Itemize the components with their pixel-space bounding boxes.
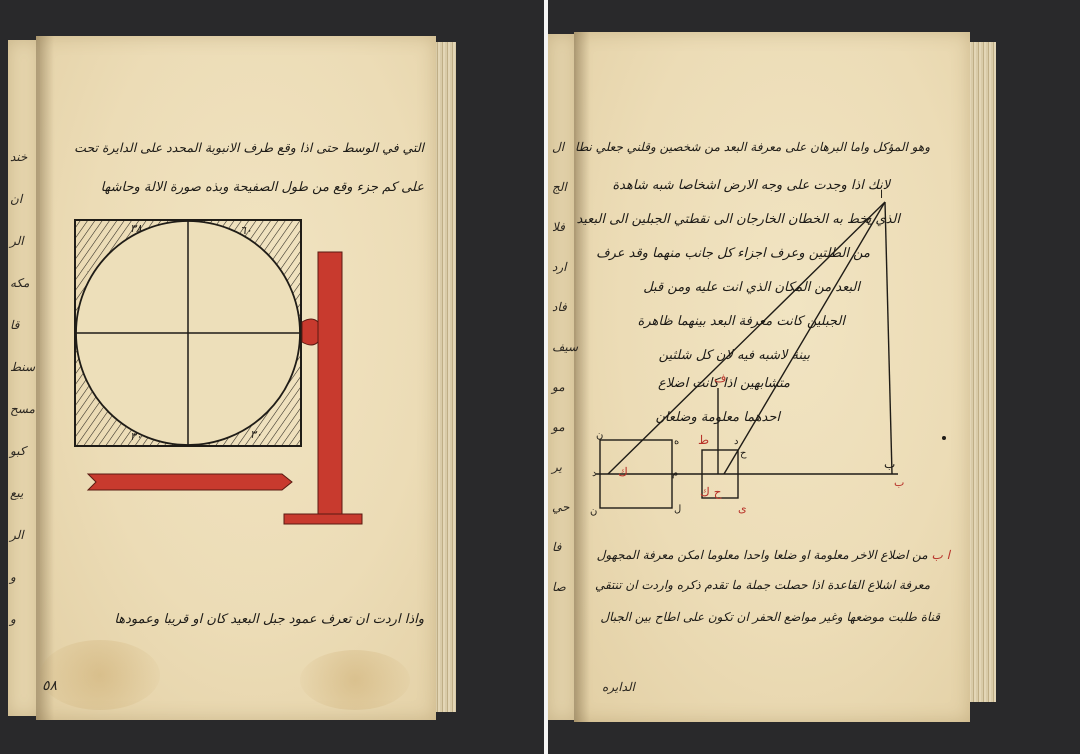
margin-fragment: ير xyxy=(552,460,562,474)
facing-page-sliver xyxy=(8,40,40,716)
triangulation-diagram: ا ح ن ه د م ل ن ح د ب ف ط ح ك ى ك ب xyxy=(590,188,946,517)
text-line: ا ب من اضلاع الاخر معلومة او ضلعا واحدا … xyxy=(597,548,950,562)
margin-fragment: سنط xyxy=(10,360,36,374)
margin-fragment: صا xyxy=(552,580,566,594)
margin-fragment: فا xyxy=(552,540,562,554)
text-line-body: من اضلاع الاخر معلومة او ضلعا واحدا معلو… xyxy=(596,548,928,562)
text-line: لانك اذا وجدت على وجه الارض اشخاصا شبه ش… xyxy=(612,178,890,193)
red-horizontal-rule xyxy=(86,473,293,491)
text-line: من الطلتين وعرف اجزاء كل جانب منهما وقد … xyxy=(596,246,870,261)
margin-fragment: و xyxy=(10,612,16,626)
folio-catchword: الدايره xyxy=(602,680,635,694)
text-line: التي في الوسط حتى اذا وقع طرف الانبوبة ا… xyxy=(74,140,424,155)
folio-number: ٥٨ xyxy=(42,678,58,694)
text-line: معرفة اشلاع القاعدة اذا حصلت جملة ما تقد… xyxy=(594,578,930,592)
red-vertical-rule xyxy=(283,251,363,525)
paper-stain xyxy=(40,640,160,710)
margin-fragment: الر xyxy=(10,234,24,248)
diagram-mark: ٣٠ xyxy=(130,430,142,443)
red-label: ط xyxy=(698,433,709,447)
margin-fragment: قا xyxy=(10,318,20,332)
margin-fragment: الج xyxy=(552,180,567,194)
diagram-mark: ٦٠ xyxy=(240,224,252,237)
diagram-mark: ن xyxy=(590,506,597,517)
margin-fragment: ان xyxy=(10,192,23,206)
gutter-shadow xyxy=(36,36,54,720)
red-label: ف xyxy=(714,371,726,385)
diagram-mark: م xyxy=(672,468,678,479)
text-line: الذي يخط به الخطان الخارجان الى نقطتي ال… xyxy=(576,212,900,227)
margin-fragment: مسح xyxy=(10,402,35,416)
margin-fragment: مكه xyxy=(10,276,30,290)
text-line: على كم جزء وقع من طول الصفيحة وبذه صورة … xyxy=(100,180,424,195)
diagram-mark: ا xyxy=(880,188,883,201)
margin-fragment: فلا xyxy=(552,220,565,234)
diagram-mark: ٣٠ xyxy=(250,428,262,441)
margin-fragment: حي xyxy=(552,500,570,514)
margin-fragment: الر xyxy=(10,528,24,542)
facing-page-sliver xyxy=(548,34,576,720)
text-line: واذا اردت ان تعرف عمود جبل البعيد كان او… xyxy=(114,612,424,627)
text-line: قناة طلبت موضعها وغير مواضع الحفر ان تكو… xyxy=(600,610,940,624)
text-line: متشابهين اذا كانت اضلاع xyxy=(658,376,790,391)
margin-fragment: فاد xyxy=(552,300,567,314)
text-line: وهو المؤكل واما البرهان على معرفة البعد … xyxy=(575,140,930,154)
diagram-mark: ٣٨ xyxy=(130,222,142,235)
red-label: ى xyxy=(738,502,747,515)
margin-fragment: و xyxy=(10,570,16,584)
diagram-mark: ح xyxy=(866,214,873,225)
scan-divider xyxy=(544,0,548,754)
page-stack-edge xyxy=(966,42,996,702)
diagram-mark: ب xyxy=(884,457,895,471)
diagram-mark: ه xyxy=(674,436,679,447)
margin-fragment: خند xyxy=(10,150,28,164)
margin-fragment: ارد xyxy=(552,260,567,274)
paper-stain xyxy=(300,650,410,710)
diagram-mark: ح xyxy=(740,448,747,459)
text-line: البعد من المكان الذي انت عليه ومن قبل xyxy=(643,280,860,295)
margin-fragment: سيف xyxy=(552,340,579,354)
margin-fragment: يبع xyxy=(10,486,24,500)
quadrant-instrument-diagram: ٣٨ ٦٠ ٣٠ ٣٠ xyxy=(74,219,363,525)
hatched-square xyxy=(74,219,302,447)
diagram-mark: د xyxy=(734,436,738,447)
text-line: الجبلين كانت معرفة البعد بينهما ظاهرة xyxy=(637,314,845,329)
red-label: ب xyxy=(894,476,904,489)
margin-fragment: مو xyxy=(552,420,565,434)
similar-triangles xyxy=(596,201,898,509)
red-label: ا ب xyxy=(931,548,950,562)
margin-fragment: كبو xyxy=(10,444,26,458)
diagram-mark: ن xyxy=(596,430,603,441)
diagram-mark: ل xyxy=(674,504,681,515)
gutter-shadow xyxy=(574,32,590,722)
red-label: ح ك xyxy=(700,485,722,499)
right-page xyxy=(574,32,970,722)
text-line: بينة لاشبه فيه لان كل شلثين xyxy=(658,348,810,363)
margin-fragment: ال xyxy=(552,140,565,154)
diagram-mark: د xyxy=(592,468,596,479)
ink-dot xyxy=(942,436,946,440)
red-label: ك xyxy=(618,465,628,479)
margin-fragment: مو xyxy=(552,380,565,394)
left-page-scan: خند ان الر مكه قا سنط مسح كبو يبع الر و و التي في ا… xyxy=(8,36,456,720)
